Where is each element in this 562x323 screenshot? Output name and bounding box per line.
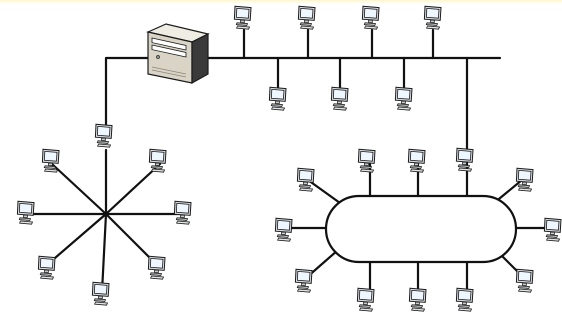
workstation-icon bbox=[296, 167, 315, 192]
workstation-icon bbox=[91, 281, 110, 306]
workstation-icon bbox=[297, 5, 316, 30]
network-cables bbox=[24, 28, 550, 298]
workstation-icon bbox=[515, 268, 534, 293]
workstation-icon bbox=[407, 148, 426, 173]
ring-drops bbox=[288, 162, 550, 298]
workstation-icon bbox=[357, 148, 376, 173]
workstation-icon bbox=[16, 200, 35, 225]
workstation-icon bbox=[515, 167, 534, 192]
workstation-icon bbox=[423, 5, 442, 30]
star-spokes bbox=[24, 148, 184, 294]
workstation-icon bbox=[268, 86, 287, 111]
workstation-icon bbox=[94, 123, 113, 148]
workstation-icon bbox=[455, 147, 474, 172]
workstation-icon bbox=[543, 217, 562, 242]
workstation-icon bbox=[330, 86, 349, 111]
workstation-icon bbox=[455, 287, 474, 312]
workstation-icon bbox=[37, 255, 56, 280]
workstation-icon bbox=[233, 5, 252, 30]
workstation-icon bbox=[361, 5, 380, 30]
bus-drops-upper bbox=[242, 28, 435, 60]
bus-drops-lower bbox=[276, 56, 406, 90]
ring-loop bbox=[324, 194, 518, 264]
workstation-icon bbox=[356, 287, 375, 312]
workstation-icon bbox=[173, 200, 192, 225]
workstations bbox=[16, 5, 562, 312]
workstation-icon bbox=[274, 217, 293, 242]
server-tower-icon bbox=[147, 23, 209, 84]
workstation-icon bbox=[148, 148, 167, 173]
workstation-icon bbox=[408, 287, 427, 312]
workstation-icon bbox=[294, 268, 313, 293]
workstation-icon bbox=[147, 255, 166, 280]
workstation-icon bbox=[394, 86, 413, 111]
